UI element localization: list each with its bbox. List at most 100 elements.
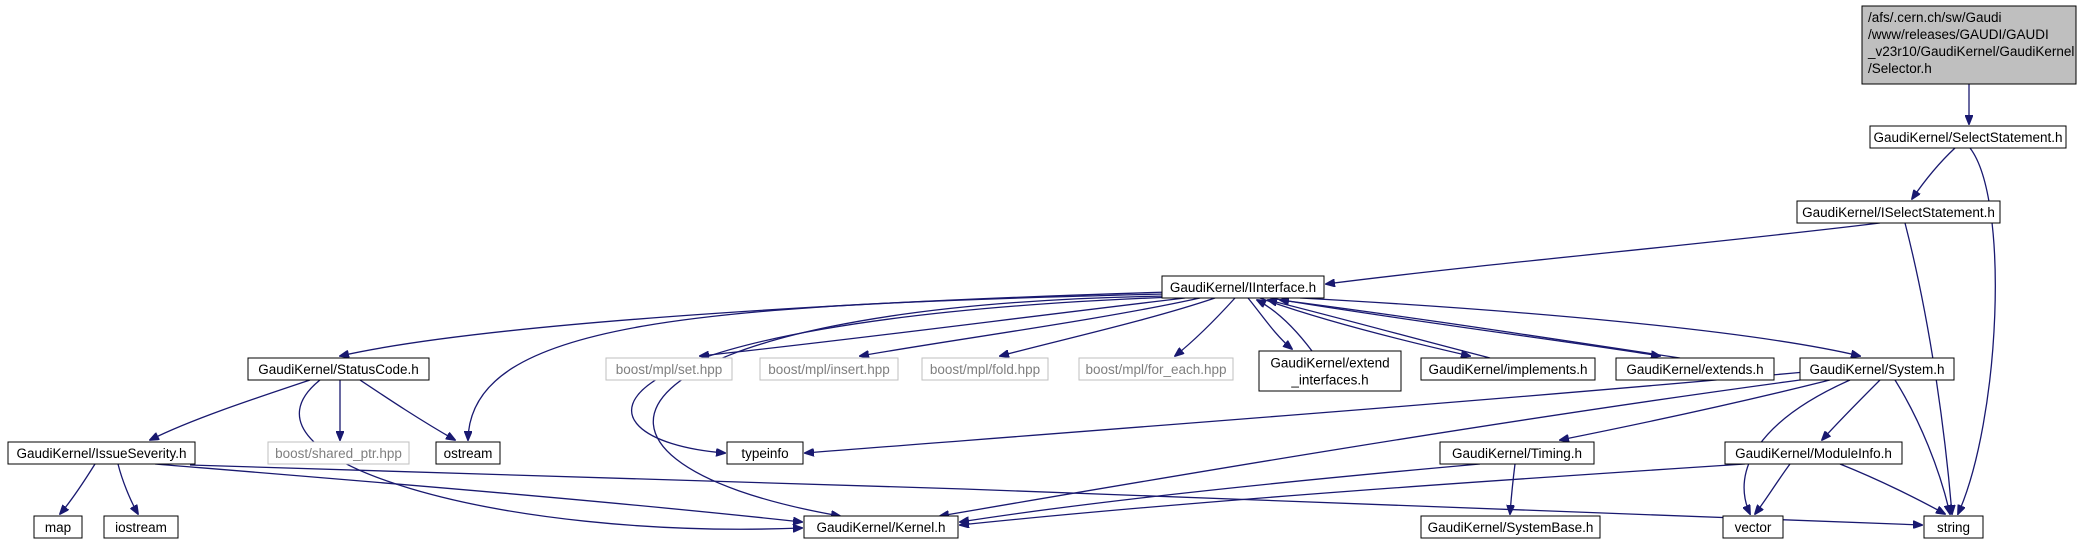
node-label: boost/mpl/insert.hpp	[768, 362, 890, 377]
edge-arrow	[1839, 463, 1945, 514]
node-mplforeach[interactable]: boost/mpl/for_each.hpp	[1078, 357, 1234, 381]
node-box	[803, 515, 959, 539]
node-statuscode[interactable]: GaudiKernel/StatusCode.h	[247, 357, 430, 381]
node-label: GaudiKernel/extend	[1270, 356, 1389, 371]
node-label: _interfaces.h	[1290, 373, 1368, 388]
edge-arrow	[340, 291, 1171, 356]
node-label: GaudiKernel/ModuleInfo.h	[1735, 446, 1892, 461]
node-implements[interactable]: GaudiKernel/implements.h	[1420, 357, 1596, 381]
node-kernel[interactable]: GaudiKernel/Kernel.h	[803, 515, 959, 539]
edge-arrow	[60, 463, 96, 514]
node-map[interactable]: map	[33, 515, 83, 539]
node-sharedptr[interactable]: boost/shared_ptr.hpp	[267, 441, 410, 465]
node-ostream[interactable]: ostream	[435, 441, 501, 465]
node-mplinsert[interactable]: boost/mpl/insert.hpp	[759, 357, 899, 381]
edge-arrow	[1299, 297, 1860, 356]
edge-arrow	[960, 463, 1481, 522]
node-label: string	[1937, 520, 1970, 535]
edge-implements-to-iinterface	[1268, 300, 1491, 359]
node-timing[interactable]: GaudiKernel/Timing.h	[1439, 441, 1595, 465]
edge-selectstatement-to-string	[1958, 147, 1996, 514]
node-typeinfo[interactable]: typeinfo	[726, 441, 804, 465]
edge-arrow	[359, 379, 455, 440]
edge-arrow	[652, 295, 1169, 516]
edge-system-to-string	[1894, 379, 1950, 514]
edge-selectstatement-to-iselectstatement	[1912, 147, 1956, 199]
node-box	[1258, 350, 1402, 392]
node-mplfold[interactable]: boost/mpl/fold.hpp	[921, 357, 1049, 381]
edge-arrow	[1280, 300, 1681, 359]
node-box	[1799, 357, 1955, 381]
edge-system-to-typeinfo	[805, 371, 1806, 453]
node-box	[103, 515, 179, 539]
edge-issueseverity-to-map	[60, 463, 96, 514]
edge-moduleinfo-to-kernel	[960, 463, 1746, 525]
node-label: GaudiKernel/implements.h	[1428, 362, 1587, 377]
node-vector[interactable]: vector	[1722, 515, 1784, 539]
edge-issueseverity-to-kernel	[154, 463, 802, 522]
edge-moduleinfo-to-vector	[1755, 463, 1791, 514]
edge-iinterface-to-mplinsert	[860, 297, 1201, 356]
node-moduleinfo[interactable]: GaudiKernel/ModuleInfo.h	[1724, 441, 1903, 465]
edge-arrow	[1269, 297, 1660, 356]
node-iinterface[interactable]: GaudiKernel/IInterface.h	[1161, 275, 1325, 299]
edge-arrow	[298, 379, 802, 529]
edge-arrow	[860, 297, 1201, 356]
node-label: GaudiKernel/IInterface.h	[1170, 280, 1316, 295]
node-box	[33, 515, 83, 539]
edge-arrow	[940, 377, 1816, 516]
edge-iselectstatement-to-iinterface	[1326, 222, 1881, 284]
node-system[interactable]: GaudiKernel/System.h	[1799, 357, 1955, 381]
node-iselectstatement[interactable]: GaudiKernel/ISelectStatement.h	[1796, 200, 2001, 224]
edge-timing-to-systembase	[1510, 463, 1516, 514]
edge-iinterface-to-mplfold	[1000, 297, 1216, 356]
node-box	[921, 357, 1049, 381]
node-iostream[interactable]: iostream	[103, 515, 179, 539]
node-systembase[interactable]: GaudiKernel/SystemBase.h	[1420, 515, 1601, 539]
node-box	[759, 357, 899, 381]
node-label: GaudiKernel/SystemBase.h	[1428, 520, 1594, 535]
edge-system-to-kernel	[940, 377, 1816, 516]
node-label: GaudiKernel/StatusCode.h	[258, 362, 419, 377]
edge-arrow	[468, 293, 1166, 440]
node-extends[interactable]: GaudiKernel/extends.h	[1615, 357, 1775, 381]
edge-arrow	[1259, 297, 1470, 356]
edge-arrow	[1894, 379, 1950, 514]
node-box	[1869, 125, 2067, 149]
node-issueseverity[interactable]: GaudiKernel/IssueSeverity.h	[7, 441, 196, 465]
edge-arrow	[1268, 300, 1491, 359]
node-label: boost/shared_ptr.hpp	[275, 446, 402, 461]
edge-arrow	[1247, 297, 1292, 349]
node-box	[7, 441, 196, 465]
node-label: GaudiKernel/ISelectStatement.h	[1802, 205, 1995, 220]
node-layer: /afs/.cern.ch/sw/Gaudi/www/releases/GAUD…	[7, 5, 2077, 539]
node-string[interactable]: string	[1923, 515, 1984, 539]
edge-system-to-timing	[1560, 379, 1831, 440]
edge-layer	[60, 84, 1996, 529]
node-selector[interactable]: /afs/.cern.ch/sw/Gaudi/www/releases/GAUD…	[1861, 5, 2077, 85]
node-label: GaudiKernel/System.h	[1809, 362, 1944, 377]
node-label: GaudiKernel/SelectStatement.h	[1873, 130, 2062, 145]
node-label: iostream	[115, 520, 167, 535]
edge-arrow	[1822, 379, 1881, 440]
node-label: vector	[1735, 520, 1772, 535]
edge-arrow	[1000, 297, 1216, 356]
edge-arrow	[117, 463, 138, 514]
edge-statuscode-to-issueseverity	[150, 379, 311, 440]
node-label: ostream	[444, 446, 493, 461]
edge-system-to-moduleinfo	[1822, 379, 1881, 440]
node-label: /afs/.cern.ch/sw/Gaudi	[1868, 10, 2002, 25]
node-mplset[interactable]: boost/mpl/set.hpp	[605, 357, 733, 381]
edge-statuscode-to-kernel	[298, 379, 802, 529]
node-box	[1078, 357, 1234, 381]
node-selectstatement[interactable]: GaudiKernel/SelectStatement.h	[1869, 125, 2067, 149]
edge-arrow	[1510, 463, 1516, 514]
node-box	[435, 441, 501, 465]
node-label: /Selector.h	[1868, 61, 1932, 76]
edge-extends-to-iinterface	[1280, 300, 1681, 359]
edge-arrow	[700, 297, 1186, 356]
node-label: GaudiKernel/extends.h	[1626, 362, 1763, 377]
node-extendinterfaces[interactable]: GaudiKernel/extend _interfaces.h	[1258, 350, 1402, 392]
node-box	[1420, 515, 1601, 539]
node-label: /www/releases/GAUDI/GAUDI	[1868, 27, 2049, 42]
